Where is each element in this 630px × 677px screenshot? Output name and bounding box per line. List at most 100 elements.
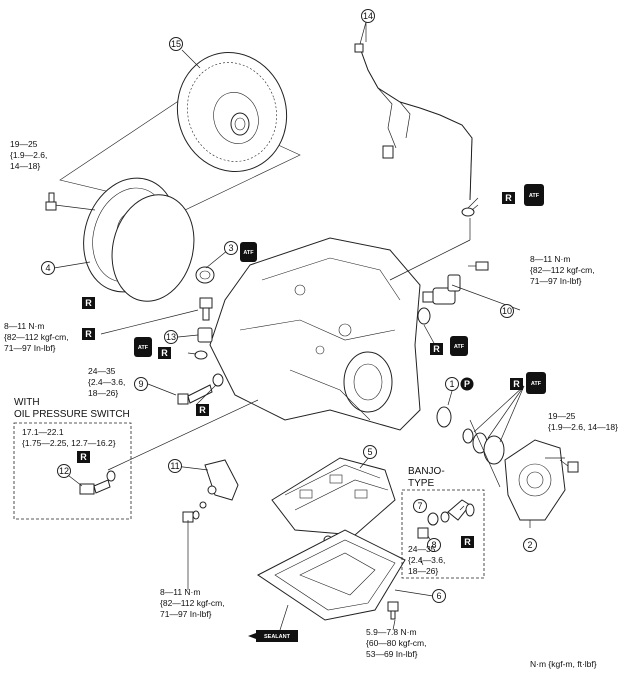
atf-can: ATF (526, 372, 546, 394)
replace-tag: R (77, 451, 90, 463)
svg-text:12: 12 (59, 466, 69, 476)
atf-can: ATF (450, 336, 468, 356)
svg-text:1: 1 (449, 379, 454, 389)
svg-text:P: P (464, 379, 470, 389)
svg-text:ATF: ATF (454, 344, 465, 350)
svg-text:11: 11 (170, 461, 179, 471)
callout-7: 7 (413, 499, 427, 513)
svg-text:R: R (85, 298, 92, 308)
replace-tag: R (430, 343, 443, 355)
torque-converter (59, 52, 301, 211)
transaxle-case (209, 237, 421, 431)
bolt-left (199, 297, 213, 309)
sensor-10 (422, 261, 489, 305)
replace-tag: R (510, 378, 523, 390)
oil-pan (257, 529, 406, 621)
svg-text:R: R (505, 193, 512, 203)
svg-text:71—97 In-lbf}: 71—97 In-lbf} (530, 276, 582, 286)
callout-13: 13 (164, 330, 178, 344)
torque-11: 8—11 N·m {82—112 kgf-cm, 71—97 In-lbf} (160, 587, 225, 619)
svg-text:10: 10 (502, 306, 512, 316)
o-ring-10 (417, 307, 431, 325)
svg-text:{82—112 kgf-cm,: {82—112 kgf-cm, (160, 598, 225, 608)
sealant-tube (248, 604, 298, 642)
banjo-type-box (401, 489, 485, 579)
oil-pressure-switch-box (13, 422, 132, 520)
svg-text:18—26}: 18—26} (88, 388, 118, 398)
callout-5: 5 (363, 445, 377, 459)
svg-text:{82—112 kgf-cm,: {82—112 kgf-cm, (4, 332, 69, 342)
callout-2: 2 (523, 538, 537, 552)
callout-11: 11 (168, 459, 182, 473)
torque-2: 19—25 {1.9—2.6, 14—18} (548, 411, 618, 432)
svg-text:ATF: ATF (138, 345, 149, 351)
oil-pipe (354, 43, 473, 201)
seal-ring (111, 194, 195, 302)
svg-text:3: 3 (228, 243, 233, 253)
svg-text:{1.75—2.25, 12.7—16.2}: {1.75—2.25, 12.7—16.2} (22, 438, 116, 448)
svg-text:71—97 In-lbf}: 71—97 In-lbf} (160, 609, 212, 619)
torque-right: 8—11 N·m {82—112 kgf-cm, 71—97 In-lbf} (530, 254, 595, 286)
torque-6: 5.9—7.8 N·m {60—80 kgf-cm, 53—69 In-lbf} (366, 627, 426, 659)
svg-text:R: R (513, 379, 520, 389)
callout-4: 4 (41, 261, 55, 275)
pressure-switch-12 (79, 470, 116, 495)
svg-text:{1.9—2.6, 14—18}: {1.9—2.6, 14—18} (548, 422, 618, 432)
svg-text:13: 13 (166, 332, 176, 342)
svg-text:14—18}: 14—18} (10, 161, 40, 171)
svg-text:R: R (161, 348, 168, 358)
svg-text:8—11 N·m: 8—11 N·m (530, 254, 570, 264)
replace-tag: R (82, 297, 95, 309)
svg-text:R: R (433, 344, 440, 354)
svg-text:2: 2 (527, 540, 532, 550)
svg-text:19—25: 19—25 (548, 411, 576, 421)
sealant-label: SEALANT (264, 634, 291, 640)
callout-14: 14 (361, 9, 375, 23)
svg-text:17.1—22.1: 17.1—22.1 (22, 427, 64, 437)
torque-12: 17.1—22.1 {1.75—2.25, 12.7—16.2} (22, 427, 116, 448)
atf-can: ATF (240, 242, 257, 262)
atf-can: ATF (524, 184, 544, 206)
torque-bolt-4: 19—25 {1.9—2.6, 14—18} (10, 139, 47, 171)
svg-text:R: R (464, 537, 471, 547)
replace-tag: R (502, 192, 515, 204)
plug-9 (177, 373, 224, 405)
callout-10: 10 (500, 304, 514, 318)
svg-text:71—97 In-lbf}: 71—97 In-lbf} (4, 343, 56, 353)
washer-3 (195, 266, 215, 284)
svg-text:8—11 N·m: 8—11 N·m (160, 587, 200, 597)
replace-tag: R (461, 536, 474, 548)
svg-text:4: 4 (45, 263, 50, 273)
o-ring-pipe (461, 207, 475, 217)
control-valve-body (271, 457, 396, 545)
svg-text:18—26}: 18—26} (408, 566, 438, 576)
leader-lines (53, 21, 565, 631)
callout-15: 15 (169, 37, 183, 51)
svg-text:24—35: 24—35 (408, 544, 436, 554)
svg-text:{82—112 kgf-cm,: {82—112 kgf-cm, (530, 265, 595, 275)
callout-12: 12 (57, 464, 71, 478)
svg-text:{60—80 kgf-cm,: {60—80 kgf-cm, (366, 638, 426, 648)
svg-text:R: R (85, 329, 92, 339)
svg-text:5.9—7.8 N·m: 5.9—7.8 N·m (366, 627, 417, 637)
svg-text:53—69 In-lbf}: 53—69 In-lbf} (366, 649, 418, 659)
callout-8: 8 (427, 538, 441, 552)
svg-text:{2.4—3.6,: {2.4—3.6, (88, 377, 125, 387)
p-symbol: P (460, 377, 474, 391)
oil-pressure-switch-label: OIL PRESSURE SWITCH (14, 409, 130, 420)
svg-text:14: 14 (363, 11, 373, 21)
torque-left: 8—11 N·m {82—112 kgf-cm, 71—97 In-lbf} (4, 321, 69, 353)
svg-text:9: 9 (138, 379, 143, 389)
svg-text:ATF: ATF (529, 193, 540, 199)
svg-text:8: 8 (431, 540, 436, 550)
with-label: WITH (14, 397, 40, 408)
svg-text:5: 5 (367, 447, 372, 457)
replace-tag: R (158, 347, 171, 359)
torque-8: 24—35 {2.4—3.6, 18—26} (408, 544, 445, 576)
callout-6: 6 (432, 589, 446, 603)
svg-text:7: 7 (417, 501, 422, 511)
replace-tag: R (196, 404, 209, 416)
svg-text:R: R (80, 452, 87, 462)
torque-9: 24—35 {2.4—3.6, 18—26} (88, 366, 125, 398)
washer-1 (436, 406, 452, 428)
